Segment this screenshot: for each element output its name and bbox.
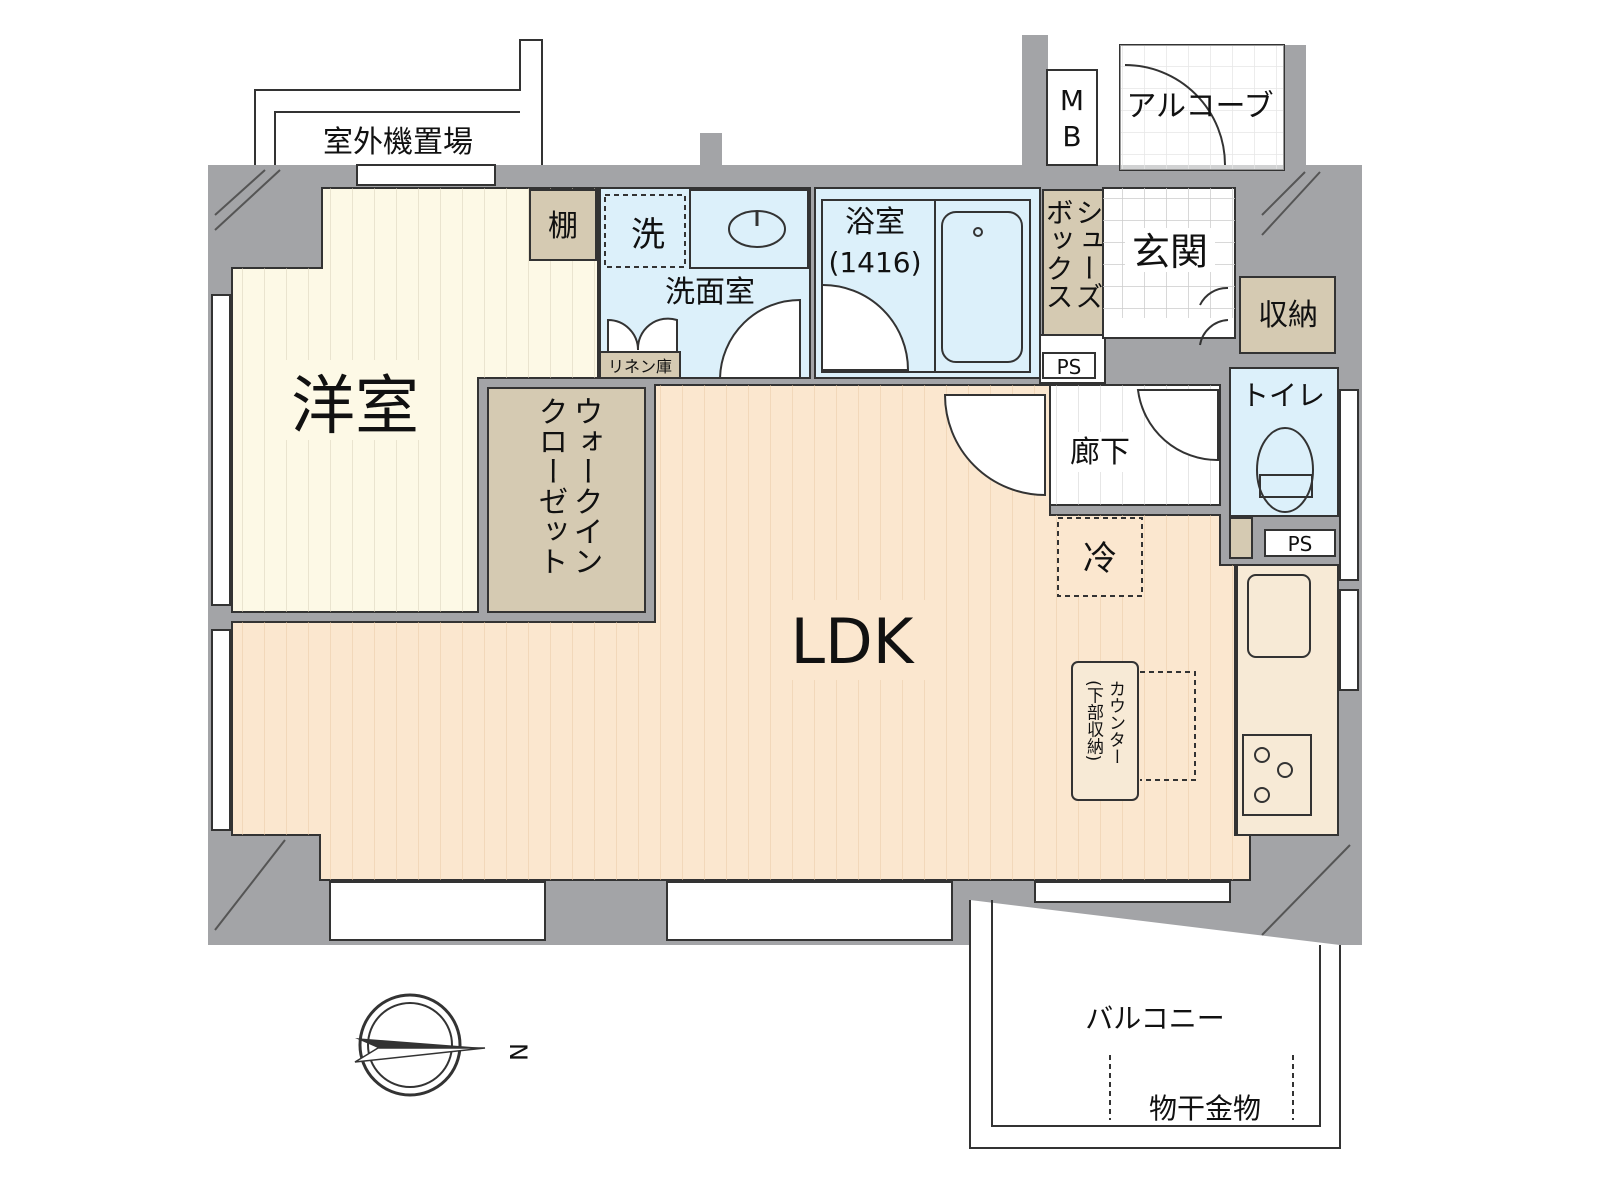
outdoor-unit-area: 室外機置場 [254, 39, 543, 165]
hallway-label: 廊下 [1070, 435, 1130, 470]
washer-label: 洗 [631, 215, 665, 255]
mb-label-1: M [1060, 84, 1084, 117]
entrance: 玄関 [1102, 187, 1236, 346]
linen-storage-label: リネン庫 [608, 357, 672, 376]
shelf [529, 189, 597, 261]
toilet-label: トイレ [1241, 379, 1325, 412]
shoe-box: シューズ ボックス PS [1039, 189, 1106, 384]
shelf-label: 棚 [548, 209, 578, 244]
western-room: 洋室 [231, 187, 599, 613]
windows [211, 164, 1359, 941]
bathroom: 浴室 (1416) [814, 187, 1041, 379]
kitchen-sink-icon [1247, 574, 1311, 658]
stove-icon [1242, 734, 1312, 816]
entrance-label: 玄関 [1132, 230, 1208, 274]
alcove-label: アルコーブ [1126, 89, 1273, 124]
storage [1239, 276, 1336, 354]
outdoor-unit-area-label: 室外機置場 [323, 125, 473, 160]
washer-space [604, 194, 686, 268]
balcony: バルコニー 物干金物 [969, 900, 1341, 1149]
north-label: N [504, 1043, 532, 1061]
compass-icon: N [354, 993, 532, 1097]
meter-box [1046, 69, 1098, 166]
hallway: 廊下 [943, 384, 1221, 506]
ldk-door-icon [943, 394, 1046, 497]
mb-label-2: B [1062, 120, 1081, 153]
balcony-label: バルコニー [1085, 1002, 1224, 1035]
ps-label-2: PS [1288, 532, 1313, 556]
walk-in-closet-label-2: クローゼット [533, 396, 568, 576]
toilet-icon [1256, 427, 1314, 513]
ps-label-1: PS [1057, 355, 1082, 379]
walk-in-closet: ウォークイン クローゼット [487, 387, 646, 613]
shoe-box-label-2: ボックス [1042, 198, 1075, 310]
washroom: 洗 洗面室 リネン庫 [599, 187, 811, 379]
walk-in-closet-label-1: ウォークイン [568, 396, 603, 576]
ldk-label: LDK [791, 605, 915, 678]
counter: カウンター (下部収納) [1071, 661, 1196, 801]
western-room-label: 洋室 [291, 370, 419, 444]
kitchen [1236, 564, 1339, 836]
refrigerator-space [1057, 517, 1143, 597]
linen-door-icon [607, 317, 678, 355]
bathroom-label: 浴室 [845, 205, 905, 240]
toilet: トイレ PS [1229, 367, 1339, 559]
ldk: LDK [231, 384, 1251, 881]
vanity [689, 189, 809, 269]
storage-label: 収納 [1258, 298, 1318, 333]
toilet-door-icon [1136, 389, 1219, 462]
storage-door-icon [1199, 286, 1229, 346]
shoe-box-label-1: シューズ [1072, 198, 1105, 310]
bathroom-door-icon [821, 283, 910, 371]
counter-label-2: (下部収納) [1083, 680, 1104, 761]
washroom-label: 洗面室 [665, 275, 755, 310]
alcove: アルコーブ M B [1046, 44, 1285, 171]
counter-label-1: カウンター [1105, 680, 1125, 765]
sink-icon [728, 210, 786, 248]
refrigerator-label: 冷 [1083, 539, 1117, 579]
bathtub-icon [934, 199, 1031, 373]
bathroom-size-label: (1416) [828, 246, 921, 279]
clothes-hanger-label: 物干金物 [1149, 1092, 1261, 1125]
washroom-door-icon [718, 298, 801, 379]
